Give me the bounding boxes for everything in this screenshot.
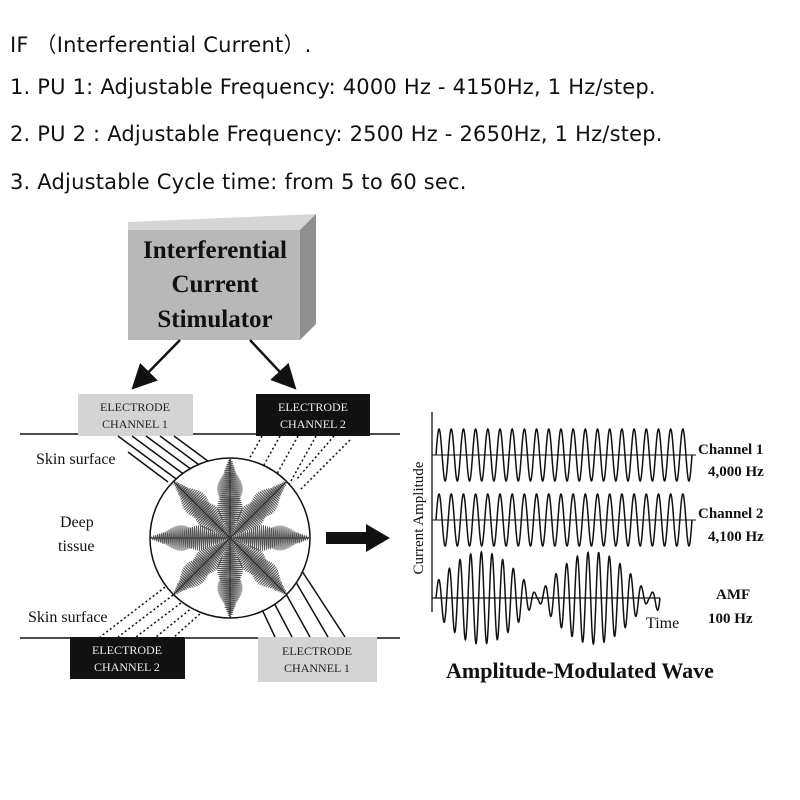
x-axis-label: Time: [646, 615, 679, 632]
channel2-freq: 4,100 Hz: [708, 529, 764, 545]
interference-pattern: [150, 458, 310, 618]
spec-line-pu1: 1. PU 1: Adjustable Frequency: 4000 Hz -…: [10, 75, 656, 99]
electrode-bottom-channel2-line2: CHANNEL 2: [94, 660, 160, 674]
stimulator-label-line3: Stimulator: [157, 306, 272, 333]
stimulator-front-face: [128, 230, 300, 340]
amf-name: AMF: [716, 587, 750, 603]
y-axis-label: Current Amplitude: [411, 461, 427, 574]
amf-wave: [435, 550, 661, 646]
label-deep: Deep: [60, 514, 94, 531]
stimulator-label-line2: Current: [171, 271, 259, 298]
arrow-to-channel2: [249, 339, 297, 390]
channel1-wave: [435, 427, 693, 483]
label-skin-surface-top: Skin surface: [36, 451, 116, 468]
wave-caption: Amplitude-Modulated Wave: [446, 658, 714, 683]
spec-line-pu2: 2. PU 2 : Adjustable Frequency: 2500 Hz …: [10, 122, 663, 146]
electrode-top-channel2: ELECTRODE CHANNEL 2: [256, 394, 370, 436]
channel1-name: Channel 1: [698, 442, 763, 458]
label-skin-surface-bottom: Skin surface: [28, 609, 108, 626]
spec-title: IF （Interferential Current）.: [10, 33, 312, 57]
electrode-top-channel2-line2: CHANNEL 2: [280, 417, 346, 431]
electrode-bottom-channel1: ELECTRODE CHANNEL 1: [258, 637, 377, 682]
spec-line-cycle: 3. Adjustable Cycle time: from 5 to 60 s…: [10, 170, 467, 194]
channel2-name: Channel 2: [698, 506, 763, 522]
channel1-freq: 4,000 Hz: [708, 464, 764, 480]
electrode-top-channel1: ELECTRODE CHANNEL 1: [78, 394, 193, 436]
channel2-wave: [435, 492, 693, 548]
interference-axis-135: [173, 481, 287, 595]
stimulator-label-line1: Interferential: [143, 237, 287, 264]
label-tissue: tissue: [58, 538, 94, 555]
electrode-bottom-channel2: ELECTRODE CHANNEL 2: [70, 637, 185, 679]
electrode-top-channel1-line2: CHANNEL 1: [102, 417, 168, 431]
electrode-bottom-channel1-line2: CHANNEL 1: [284, 661, 350, 675]
electrode-bottom-channel1-line1: ELECTRODE: [282, 644, 352, 658]
stimulator-side-face: [300, 214, 316, 340]
electrode-top-channel1-line1: ELECTRODE: [100, 400, 170, 414]
interferential-diagram: Interferential Current Stimulator ELECTR…: [20, 214, 764, 683]
amf-freq: 100 Hz: [708, 611, 753, 627]
arrow-to-channel1: [131, 339, 181, 390]
electrode-bottom-channel2-line1: ELECTRODE: [92, 643, 162, 657]
output-arrow: [326, 524, 390, 552]
electrode-top-channel2-line1: ELECTRODE: [278, 400, 348, 414]
stimulator-box: Interferential Current Stimulator: [128, 214, 316, 340]
